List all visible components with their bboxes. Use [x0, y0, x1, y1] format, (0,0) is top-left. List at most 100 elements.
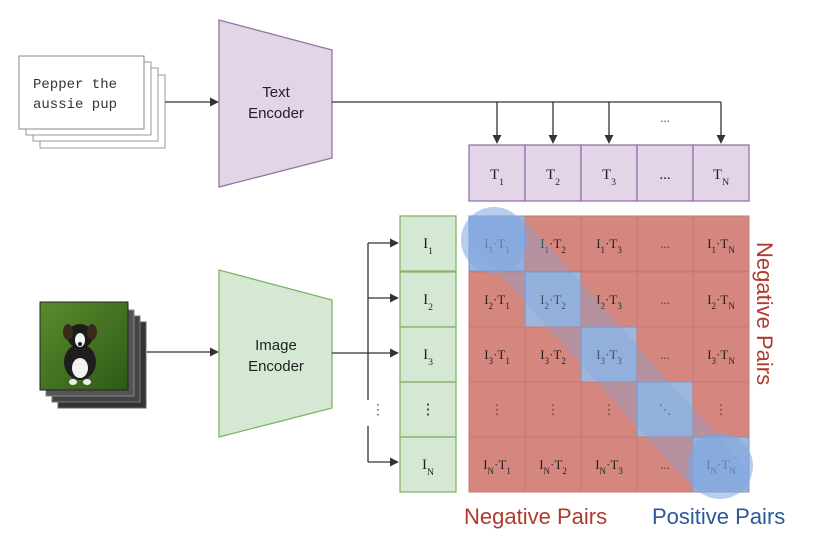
image-embedding-label-base: I	[422, 457, 427, 473]
text-embedding-label: T1	[490, 167, 504, 188]
image-encoder-label-2: Encoder	[248, 358, 304, 375]
matrix-cell-box	[580, 381, 638, 438]
positive-pair-cell: ⋱	[636, 381, 694, 438]
image-embedding-label-base: I	[423, 292, 428, 308]
matrix-dot: ·T	[549, 236, 561, 251]
matrix-cell-text: ⋮	[491, 402, 504, 417]
text-encoder-shape	[218, 19, 333, 188]
text-embedding-cell: T2	[524, 144, 582, 202]
image-embedding-cell: I1	[399, 215, 457, 272]
image-embedding-label-base: ⋮	[421, 402, 436, 418]
image-embedding-label-sub: 3	[428, 357, 433, 368]
text-embedding-label: TN	[713, 167, 729, 188]
matrix-i-index: 2	[489, 301, 494, 311]
image-embedding-cell: ⋮	[399, 381, 457, 438]
negative-pair-cell: I3·TN	[692, 326, 750, 383]
matrix-dot: ·T	[493, 347, 505, 362]
matrix-cell-box	[636, 215, 694, 272]
matrix-i-index: N	[544, 466, 551, 476]
image-stack	[39, 301, 147, 409]
negative-pairs-bottom-label: Negative Pairs	[464, 504, 607, 529]
matrix-i-letter: I	[707, 347, 711, 362]
matrix-cell-text: ...	[660, 292, 670, 307]
negative-pair-cell: ...	[636, 271, 694, 328]
similarity-matrix: I1·T1I1·T2I1·T3...I1·TNI2·T1I2·T2I2·T3..…	[468, 215, 750, 493]
matrix-cell-box	[524, 271, 582, 328]
matrix-cell-text: ⋮	[547, 402, 560, 417]
text-encoder-label-1: Text	[262, 84, 290, 101]
image-embedding-label: IN	[422, 457, 434, 478]
text-embedding-box	[468, 144, 526, 202]
negative-pair-cell: I1·TN	[692, 215, 750, 272]
text-embedding-box	[692, 144, 750, 202]
text-encoder-label-2: Encoder	[248, 105, 304, 122]
image-embedding-box	[399, 326, 457, 383]
puppy-illustration	[63, 324, 97, 385]
matrix-dot: ·T	[605, 347, 617, 362]
text-embedding-label-base: T	[490, 167, 499, 183]
matrix-i-index: 2	[712, 301, 717, 311]
text-embedding-label-base: T	[546, 167, 555, 183]
negative-pair-cell: I3·T2	[524, 326, 582, 383]
matrix-cell-label: I3·T2	[540, 347, 566, 366]
image-embedding-cell: I2	[399, 271, 457, 328]
matrix-t-index: N	[728, 301, 735, 311]
text-embedding-label-base: T	[713, 167, 722, 183]
matrix-t-index: 3	[617, 301, 622, 311]
negative-pair-cell: IN·T1	[468, 436, 526, 493]
matrix-i-index: 3	[545, 356, 550, 366]
negative-pair-cell: I3·T1	[468, 326, 526, 383]
image-embedding-label-sub: 1	[428, 246, 433, 257]
matrix-i-letter: I	[596, 292, 600, 307]
text-embedding-box	[524, 144, 582, 202]
matrix-t-index: 3	[617, 356, 622, 366]
negative-pair-cell: ⋮	[580, 381, 638, 438]
text-embedding-cell: T1	[468, 144, 526, 202]
matrix-dot: ·T	[605, 292, 617, 307]
matrix-i-letter: I	[540, 347, 544, 362]
image-encoder-shape	[218, 269, 333, 438]
matrix-i-letter: I	[540, 236, 544, 251]
matrix-dot: ·T	[549, 347, 561, 362]
matrix-cell-box	[692, 381, 750, 438]
negative-pair-cell: ⋮	[468, 381, 526, 438]
negative-pair-cell: IN·T3	[580, 436, 638, 493]
matrix-cell-label: I3·TN	[707, 347, 735, 366]
negative-pair-cell: ⋮	[692, 381, 750, 438]
text-embedding-label-sub: 1	[499, 177, 504, 188]
matrix-cell-label: I1·T3	[596, 236, 622, 255]
image-encoder: Image Encoder	[218, 269, 333, 438]
matrix-cell-label: I3·T3	[596, 347, 622, 366]
text-embedding-box	[580, 144, 638, 202]
matrix-t-index: 1	[505, 301, 510, 311]
text-embedding-label-sub: 2	[555, 177, 560, 188]
positive-pairs-label: Positive Pairs	[652, 504, 785, 529]
image-embedding-label: I1	[423, 236, 433, 257]
matrix-t-index: 2	[561, 356, 566, 366]
matrix-cell-box	[692, 326, 750, 383]
matrix-dot: ·T	[493, 292, 505, 307]
matrix-t-index: N	[728, 356, 735, 366]
image-embedding-box	[399, 381, 457, 438]
matrix-i-letter: I	[707, 236, 711, 251]
matrix-cell-box	[524, 326, 582, 383]
matrix-cell-text: ...	[660, 236, 670, 251]
matrix-i-index: 1	[601, 245, 606, 255]
matrix-dot: ·T	[606, 457, 618, 472]
caption-line-2: aussie pup	[33, 97, 117, 113]
text-embedding-cell: T3	[580, 144, 638, 202]
negative-pair-cell: IN·T2	[524, 436, 582, 493]
matrix-i-letter: I	[707, 292, 711, 307]
matrix-i-letter: I	[483, 457, 487, 472]
matrix-cell-label: I1·T2	[540, 236, 566, 255]
image-encoder-label-1: Image	[255, 337, 297, 354]
matrix-cell-text: ...	[660, 347, 670, 362]
matrix-cell-box	[636, 381, 694, 438]
matrix-cell-box	[580, 271, 638, 328]
text-embedding-label-base: T	[602, 167, 611, 183]
matrix-cell-box	[580, 436, 638, 493]
matrix-dot: ·T	[605, 236, 617, 251]
matrix-i-index: 2	[601, 301, 606, 311]
